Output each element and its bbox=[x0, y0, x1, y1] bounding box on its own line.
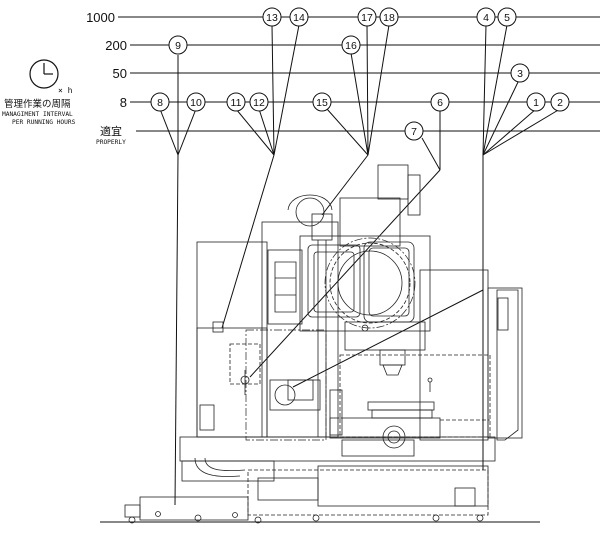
svg-text:2: 2 bbox=[557, 97, 563, 109]
callout-17: 17 bbox=[357, 7, 377, 27]
callout-6: 6 bbox=[430, 92, 450, 112]
clock-icon bbox=[29, 59, 59, 89]
callout-3: 3 bbox=[510, 63, 530, 83]
interval-label-200: 200 bbox=[105, 38, 127, 53]
clock-label: × h bbox=[58, 86, 73, 95]
svg-text:1: 1 bbox=[533, 97, 539, 109]
callout-1: 1 bbox=[526, 92, 546, 112]
svg-text:8: 8 bbox=[157, 97, 163, 109]
interval-labels: 1000 200 50 8 適宜 PROPERLY bbox=[86, 10, 127, 146]
callout-4: 4 bbox=[476, 7, 496, 27]
svg-text:10: 10 bbox=[190, 97, 202, 109]
interval-label-8: 8 bbox=[120, 95, 127, 110]
svg-text:9: 9 bbox=[175, 40, 181, 52]
callout-5: 5 bbox=[497, 7, 517, 27]
machine-outline bbox=[100, 164, 540, 524]
svg-text:4: 4 bbox=[483, 12, 489, 24]
svg-text:12: 12 bbox=[253, 97, 265, 109]
callouts: 13 14 17 18 4 5 9 16 3 8 10 11 12 15 6 1… bbox=[150, 7, 570, 141]
legend-title-en-2: PER RUNNING HOURS bbox=[12, 119, 76, 126]
svg-text:6: 6 bbox=[437, 97, 443, 109]
interval-legend: × h 管理作業の周隔 MANAGIMENT INTERVAL PER RUNN… bbox=[2, 59, 76, 126]
svg-text:13: 13 bbox=[266, 12, 278, 24]
svg-text:17: 17 bbox=[361, 12, 373, 24]
callout-16: 16 bbox=[341, 35, 361, 55]
callout-18: 18 bbox=[379, 7, 399, 27]
svg-text:7: 7 bbox=[411, 126, 417, 138]
interval-label-properly-sub: PROPERLY bbox=[96, 139, 126, 146]
interval-label-1000: 1000 bbox=[86, 10, 115, 25]
interval-label-properly: 適宜 bbox=[100, 124, 122, 138]
leader-lines bbox=[159, 24, 561, 506]
legend-title-en-1: MANAGIMENT INTERVAL bbox=[2, 111, 73, 118]
callout-9: 9 bbox=[168, 35, 188, 55]
callout-8: 8 bbox=[150, 92, 170, 112]
svg-text:15: 15 bbox=[316, 97, 328, 109]
interval-label-50: 50 bbox=[113, 66, 127, 81]
svg-text:14: 14 bbox=[293, 12, 305, 24]
callout-13: 13 bbox=[262, 7, 282, 27]
callout-14: 14 bbox=[289, 7, 309, 27]
callout-11: 11 bbox=[226, 92, 246, 112]
svg-text:16: 16 bbox=[345, 40, 357, 52]
svg-text:11: 11 bbox=[231, 97, 242, 109]
svg-text:18: 18 bbox=[383, 12, 395, 24]
callout-2: 2 bbox=[550, 92, 570, 112]
legend-title-jp: 管理作業の周隔 bbox=[4, 98, 71, 110]
callout-7: 7 bbox=[404, 121, 424, 141]
callout-15: 15 bbox=[312, 92, 332, 112]
svg-text:5: 5 bbox=[504, 12, 510, 24]
callout-10: 10 bbox=[186, 92, 206, 112]
callout-12: 12 bbox=[249, 92, 269, 112]
svg-text:3: 3 bbox=[517, 68, 523, 80]
